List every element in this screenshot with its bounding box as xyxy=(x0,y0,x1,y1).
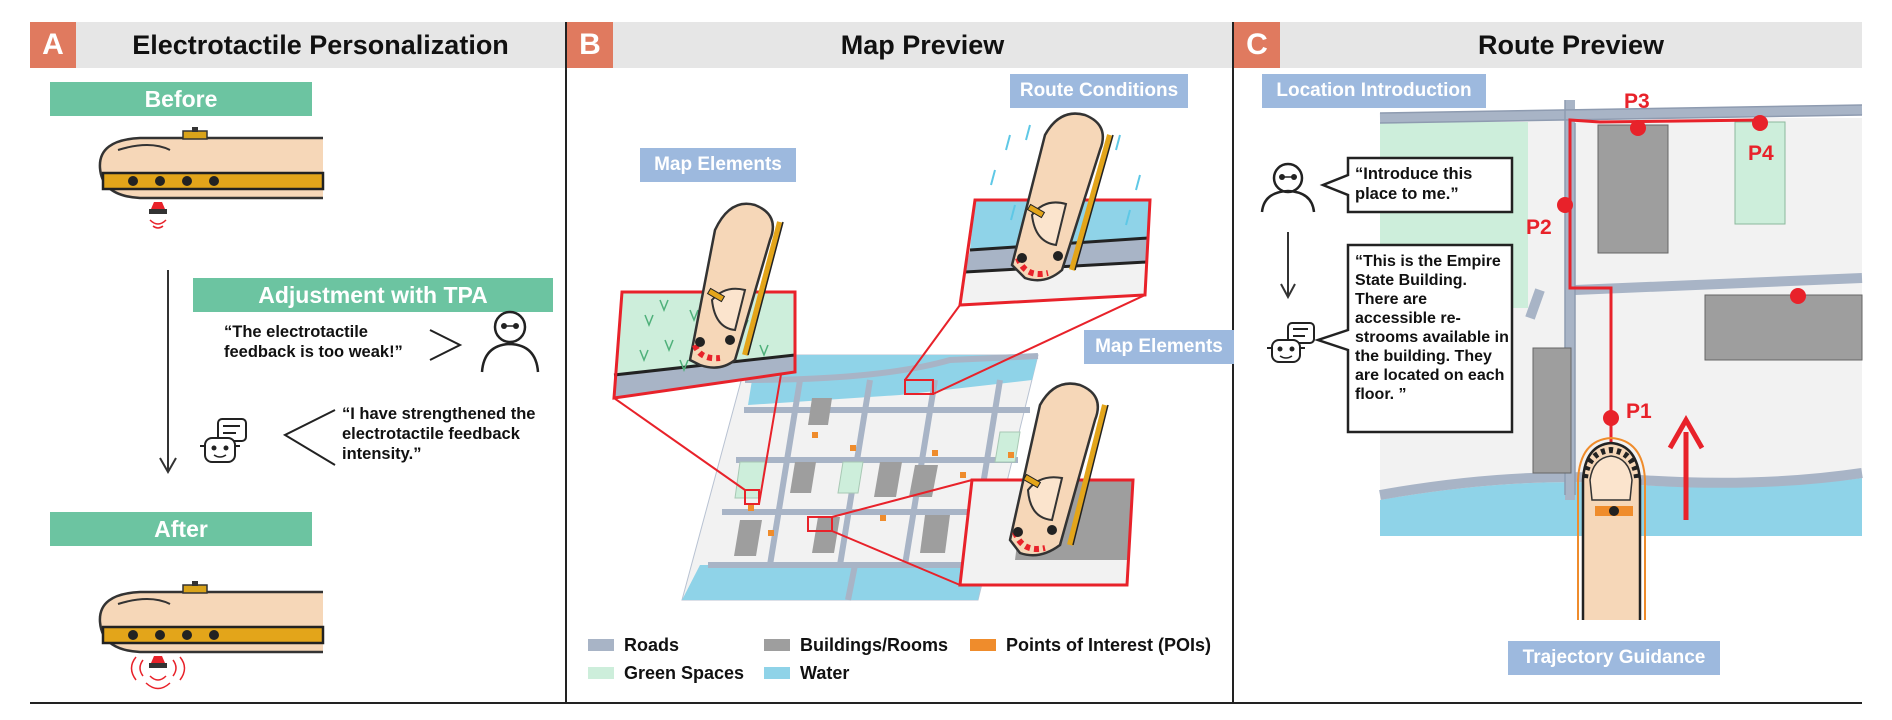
bot-quote-c: “This is the Empire State Building. Ther… xyxy=(1355,253,1509,403)
tag-map-elements-right: Map Elements xyxy=(1084,330,1234,364)
zoom-callout-route-conditions xyxy=(904,112,1152,395)
tag-trajectory-guidance: Trajectory Guidance xyxy=(1508,641,1720,675)
legend-water: Water xyxy=(764,662,849,684)
legend-label-roads: Roads xyxy=(624,635,680,655)
robot-icon-c xyxy=(1267,322,1315,363)
legend-buildings: Buildings/Rooms xyxy=(764,634,948,656)
route-point-p1: P1 xyxy=(1626,400,1652,423)
legend-label-green-spaces: Green Spaces xyxy=(624,663,745,683)
panel-c-title: Route Preview xyxy=(1477,30,1665,60)
panel-b-header: B Map Preview xyxy=(567,22,1232,68)
user-avatar-icon-a xyxy=(480,310,540,373)
legend-label-buildings: Buildings/Rooms xyxy=(800,635,948,655)
down-arrow-c xyxy=(1280,232,1296,300)
bot-speech-bubble-c xyxy=(1314,243,1514,434)
frame-bottom-line xyxy=(30,702,1862,704)
legend-swatch-pois xyxy=(970,638,996,651)
legend-label-water: Water xyxy=(800,663,850,683)
legend-swatch-buildings xyxy=(764,638,790,651)
user-quote-a: “The electrotactile feedback is too weak… xyxy=(224,323,403,361)
zoom-callout-left xyxy=(612,202,797,505)
legend-swatch-water xyxy=(764,666,790,679)
divider-ab xyxy=(565,22,567,702)
tag-location-introduction: Location Introduction xyxy=(1262,74,1486,108)
isometric-map xyxy=(681,353,1039,601)
user-quote-c: “Introduce this place to me.” xyxy=(1355,165,1473,203)
legend-swatch-roads xyxy=(588,638,614,651)
legend-green-spaces: Green Spaces xyxy=(588,662,744,684)
bot-quote-a: “I have strengthened the electrotactile … xyxy=(342,405,536,463)
panel-a: A Electrotactile Personalization Before … xyxy=(30,22,565,702)
legend-pois: Points of Interest (POIs) xyxy=(970,634,1211,656)
tag-map-elements-left: Map Elements xyxy=(640,148,796,182)
panel-c-header: C Route Preview xyxy=(1234,22,1862,68)
panel-b-title: Map Preview xyxy=(840,30,1005,60)
zoom-callout-right xyxy=(807,382,1135,587)
before-finger-illustration xyxy=(98,127,325,229)
legend-label-pois: Points of Interest (POIs) xyxy=(1006,635,1212,655)
panel-a-badge: A xyxy=(30,22,76,68)
route-point-p4: P4 xyxy=(1748,142,1774,165)
panel-a-title: Electrotactile Personalization xyxy=(132,30,509,60)
legend-swatch-green-spaces xyxy=(588,666,614,679)
bot-speech-chevron-a xyxy=(282,409,336,466)
before-banner: Before xyxy=(50,82,312,116)
user-avatar-icon-c xyxy=(1260,162,1316,213)
after-banner: After xyxy=(50,512,312,546)
trajectory-finger xyxy=(1577,436,1646,620)
panel-c: C Route Preview xyxy=(1234,22,1862,702)
panel-b: B Map Preview xyxy=(567,22,1232,702)
user-speech-bubble-c xyxy=(1319,156,1514,214)
route-point-p2: P2 xyxy=(1526,216,1552,239)
after-finger-illustration xyxy=(98,581,325,690)
tag-route-conditions: Route Conditions xyxy=(1010,74,1188,108)
route-point-p3: P3 xyxy=(1624,90,1650,113)
panel-b-badge: B xyxy=(567,22,613,68)
adjustment-banner: Adjustment with TPA xyxy=(193,278,553,312)
robot-icon-a xyxy=(200,418,247,463)
legend-roads: Roads xyxy=(588,634,679,656)
user-speech-chevron-a xyxy=(429,329,463,361)
down-arrow-a xyxy=(159,270,177,475)
panel-c-badge: C xyxy=(1234,22,1280,68)
panel-a-header: A Electrotactile Personalization xyxy=(30,22,565,68)
